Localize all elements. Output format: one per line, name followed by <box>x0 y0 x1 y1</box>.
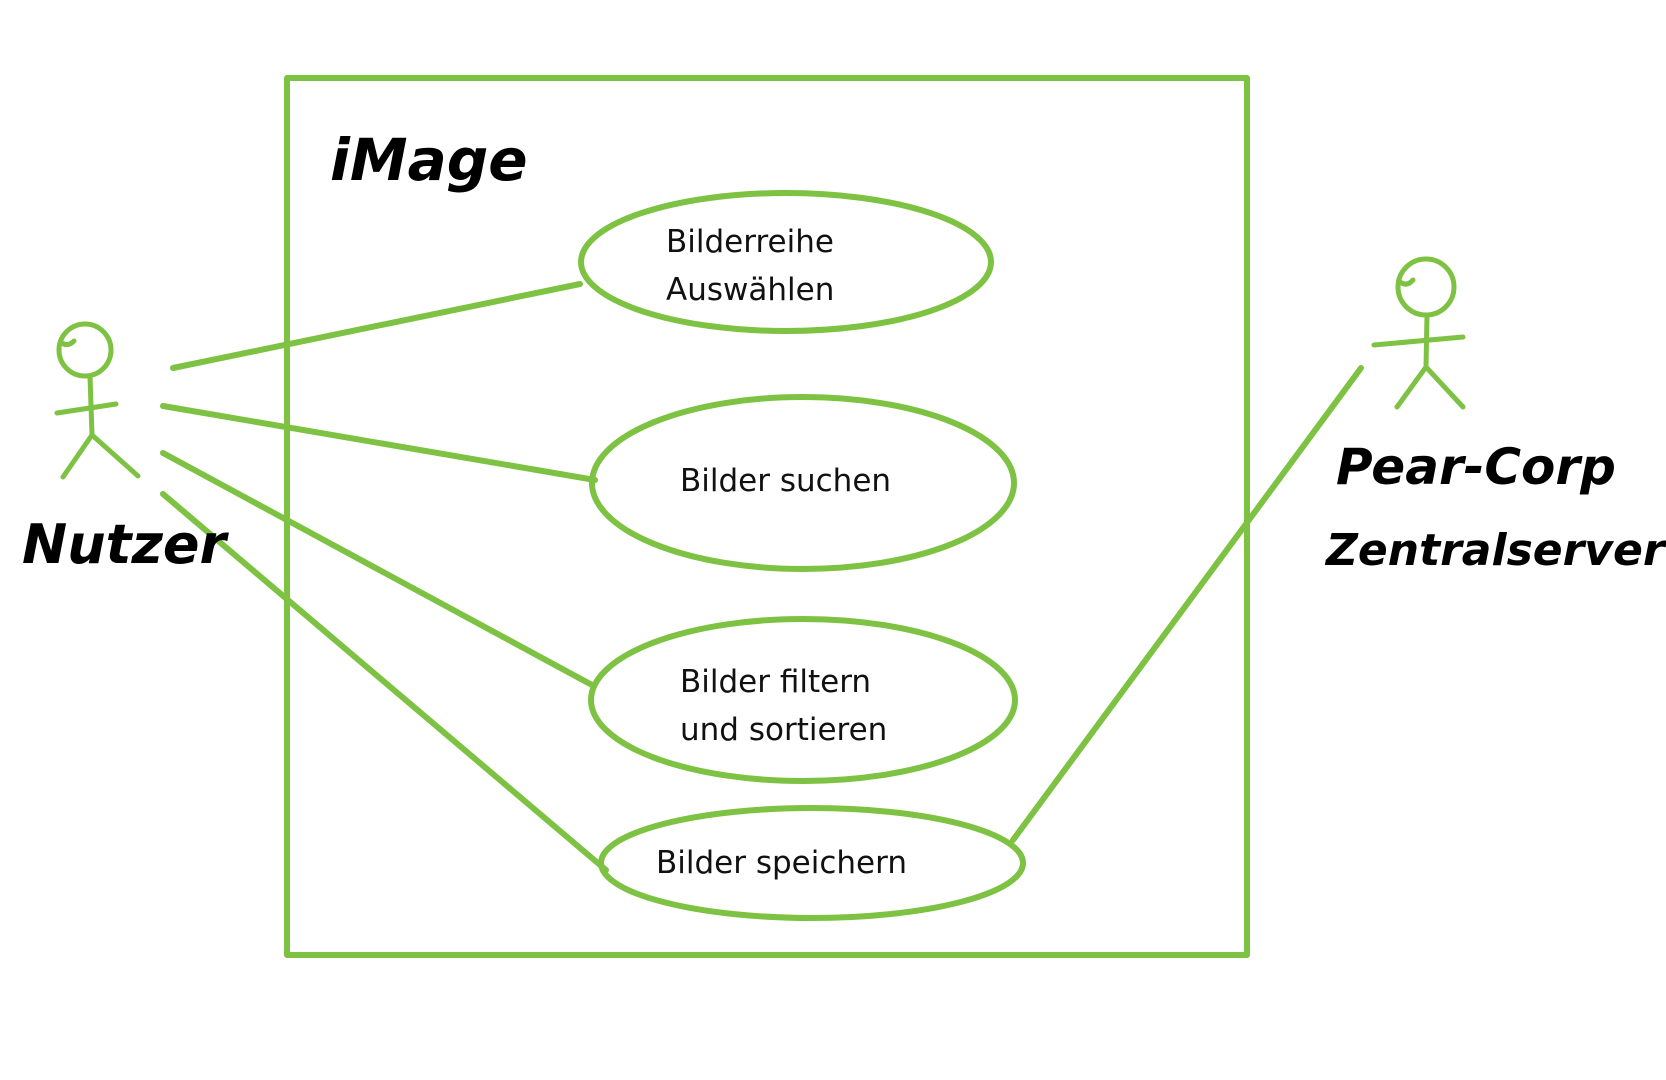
association-user-uc3 <box>160 450 595 688</box>
use-case-ellipse-2 <box>589 394 1017 572</box>
actor-server-figure <box>1371 256 1466 410</box>
actor-user-name: Nutzer <box>22 513 230 576</box>
use-case-ellipse-4 <box>598 805 1026 921</box>
system-name: iMage <box>330 126 528 194</box>
association-user-uc4 <box>160 491 609 873</box>
actor-user-arms <box>54 401 119 416</box>
association-user-uc2 <box>160 403 598 483</box>
actor-server-leg-left <box>1394 364 1429 410</box>
use-case-label-1-line1: Bilderreihe <box>666 224 834 260</box>
actor-user-face-mark <box>59 338 77 348</box>
use-case-label-3-line2: und sortieren <box>680 712 887 748</box>
actor-server-name-line1: Pear-Corp <box>1336 438 1616 496</box>
association-user-uc1 <box>170 281 583 371</box>
actor-user-leg-right <box>89 432 141 479</box>
use-case-label-4: Bilder speichern <box>656 845 907 881</box>
actor-server-arms <box>1371 334 1466 348</box>
use-case-ellipse-3 <box>588 616 1018 784</box>
use-case-label-2: Bilder suchen <box>680 463 891 499</box>
use-case-label-1-line2: Auswählen <box>666 272 834 308</box>
system-boundary <box>284 75 1250 958</box>
actor-server-leg-right <box>1423 364 1466 410</box>
association-server-uc4 <box>1010 365 1364 843</box>
actor-user-leg-left <box>60 432 95 480</box>
use-case-label-3-line1: Bilder filtern <box>680 664 871 700</box>
actor-server-name-line2: Zentralserver <box>1324 525 1666 576</box>
actor-user-figure <box>54 321 141 480</box>
actor-server-face-mark <box>1397 277 1416 287</box>
actor-server-head <box>1395 256 1457 318</box>
use-case-ellipse-1 <box>578 190 994 334</box>
actor-user-head <box>56 321 114 379</box>
